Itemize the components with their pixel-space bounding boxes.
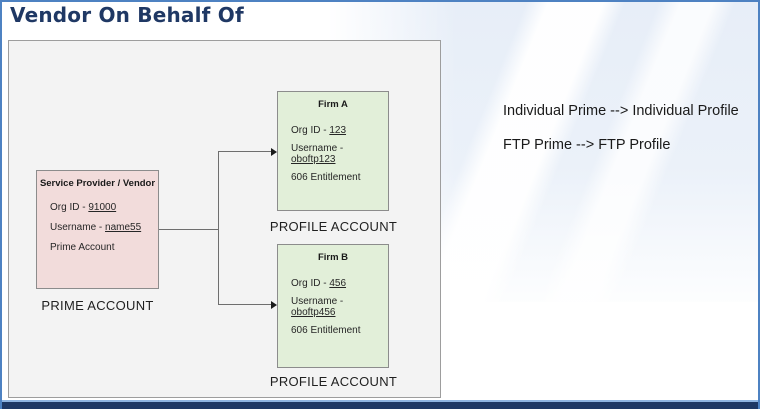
org-id-label: Org ID - xyxy=(50,202,89,213)
box-header: Firm B xyxy=(317,252,349,263)
box-header: Service Provider / Vendor xyxy=(39,178,156,189)
username-label: Username - xyxy=(291,296,344,307)
org-id-value: 91000 xyxy=(88,202,117,213)
profile-account-caption: PROFILE ACCOUNT xyxy=(269,219,398,234)
profile-account-caption: PROFILE ACCOUNT xyxy=(269,374,398,389)
org-id-value: 456 xyxy=(329,278,347,289)
username-line: Username - name55 xyxy=(50,222,158,233)
mapping-note-individual: Individual Prime --> Individual Profile xyxy=(503,103,739,119)
account-type-line: Prime Account xyxy=(50,242,115,253)
bottom-accent-line xyxy=(0,400,760,402)
username-value: oboftp456 xyxy=(291,307,336,318)
username-value: name55 xyxy=(105,222,142,233)
page-title: Vendor On Behalf Of xyxy=(10,3,244,27)
org-id-line: Org ID - 91000 xyxy=(50,202,158,213)
username-value: oboftp123 xyxy=(291,154,336,165)
org-id-line: Org ID - 123 xyxy=(291,125,388,136)
arrowhead-icon xyxy=(271,301,277,309)
username-label: Username - xyxy=(291,143,344,154)
connector-bottom-arm xyxy=(218,304,273,305)
username-line: Username - oboftp123 xyxy=(291,143,388,165)
org-id-value: 123 xyxy=(329,125,347,136)
entitlement-line: 606 Entitlement xyxy=(291,172,361,183)
connector-vertical xyxy=(218,151,219,305)
username-label: Username - xyxy=(50,222,106,233)
org-id-label: Org ID - xyxy=(291,125,330,136)
box-header: Firm A xyxy=(318,99,348,110)
bottom-bar xyxy=(0,402,760,409)
username-line: Username - oboftp456 xyxy=(291,296,388,318)
prime-account-caption: PRIME ACCOUNT xyxy=(41,298,154,313)
arrowhead-icon xyxy=(271,148,277,156)
org-id-label: Org ID - xyxy=(291,278,330,289)
connector-stub xyxy=(159,229,218,230)
mapping-note-ftp: FTP Prime --> FTP Profile xyxy=(503,137,671,153)
prime-account-box: Service Provider / Vendor Org ID - 91000… xyxy=(36,170,159,289)
org-id-line: Org ID - 456 xyxy=(291,278,388,289)
entitlement-line: 606 Entitlement xyxy=(291,325,361,336)
profile-account-box-b: Firm B Org ID - 456 Username - oboftp456… xyxy=(277,244,389,368)
diagram-panel: Service Provider / Vendor Org ID - 91000… xyxy=(8,40,441,398)
connector-top-arm xyxy=(218,151,273,152)
profile-account-box-a: Firm A Org ID - 123 Username - oboftp123… xyxy=(277,91,389,211)
